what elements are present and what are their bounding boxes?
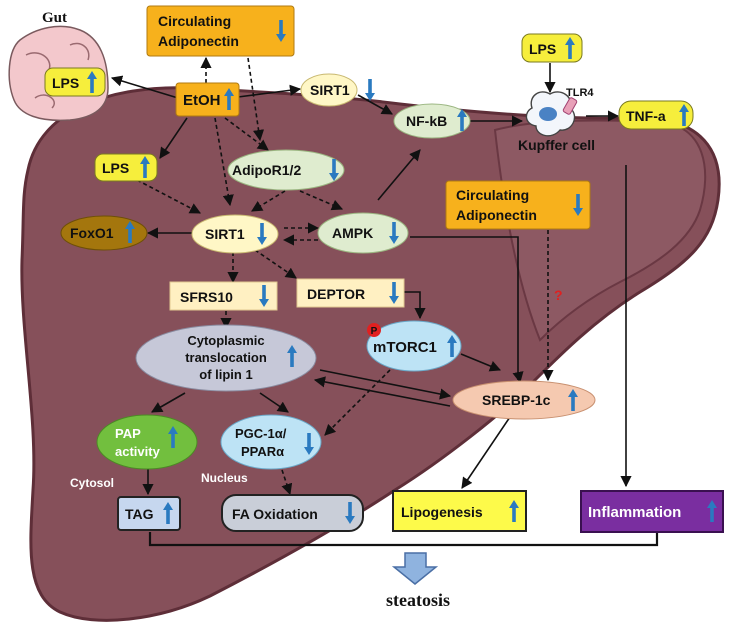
svg-text:Circulating: Circulating	[158, 13, 231, 29]
node-circulating-adiponectin-top: Circulating Adiponectin	[146, 5, 295, 57]
svg-text:SFRS10: SFRS10	[180, 289, 233, 305]
edges	[110, 56, 659, 547]
svg-text:Inflammation: Inflammation	[588, 504, 681, 521]
svg-text:Cytoplasmic: Cytoplasmic	[187, 333, 264, 348]
svg-text:AdipoR1/2: AdipoR1/2	[232, 162, 301, 178]
svg-text:FA Oxidation: FA Oxidation	[232, 506, 318, 522]
gut-label: Gut	[42, 10, 67, 26]
node-srebp1c: SREBP-1c	[452, 380, 596, 420]
kupffer-cell-label: Kupffer cell	[518, 137, 595, 153]
node-lipin-translocation: Cytoplasmic translocation of lipin 1	[135, 324, 317, 392]
node-circulating-adiponectin-right: Circulating Adiponectin	[445, 180, 591, 230]
svg-text:mTORC1: mTORC1	[373, 339, 437, 356]
tlr4-label: TLR4	[566, 87, 594, 99]
svg-text:TNF-a: TNF-a	[626, 108, 666, 124]
node-inflammation: Inflammation	[580, 490, 724, 533]
svg-text:activity: activity	[115, 444, 161, 459]
svg-text:Circulating: Circulating	[456, 187, 529, 203]
svg-text:Lipogenesis: Lipogenesis	[401, 504, 483, 520]
svg-text:FoxO1: FoxO1	[70, 225, 114, 241]
svg-text:PAP: PAP	[115, 426, 141, 441]
svg-text:SREBP-1c: SREBP-1c	[482, 392, 551, 408]
steatosis-arrow-icon	[391, 552, 439, 585]
node-lps-top: LPS	[521, 33, 583, 63]
svg-text:PPARα: PPARα	[241, 444, 284, 459]
svg-text:LPS: LPS	[102, 160, 129, 176]
svg-text:AMPK: AMPK	[332, 225, 373, 241]
kupffer-cell-icon	[525, 91, 578, 137]
node-sirt1-mid: SIRT1	[191, 214, 279, 254]
svg-text:SIRT1: SIRT1	[310, 82, 350, 98]
svg-text:TAG: TAG	[125, 506, 154, 522]
node-tnfa: TNF-a	[618, 100, 694, 130]
svg-text:SIRT1: SIRT1	[205, 226, 245, 242]
node-lps-gut: LPS	[44, 67, 106, 97]
question-mark: ?	[554, 287, 563, 303]
node-pap-activity: PAP activity	[96, 414, 198, 470]
node-fa-oxidation: FA Oxidation	[221, 494, 364, 532]
node-adipor: AdipoR1/2	[227, 149, 345, 191]
nucleus-label: Nucleus	[201, 471, 248, 485]
svg-text:of lipin 1: of lipin 1	[199, 367, 252, 382]
node-tag: TAG	[117, 496, 181, 531]
svg-text:DEPTOR: DEPTOR	[307, 286, 365, 302]
node-lps-mid: LPS	[94, 153, 158, 182]
node-lipogenesis: Lipogenesis	[392, 490, 527, 532]
steatosis-label: steatosis	[386, 590, 450, 610]
node-sfrs10: SFRS10	[169, 281, 278, 311]
node-etoh: EtOH	[175, 82, 240, 117]
svg-text:Adiponectin: Adiponectin	[158, 33, 239, 49]
node-sirt1-top: SIRT1	[300, 73, 375, 107]
svg-text:P: P	[371, 326, 378, 337]
svg-text:EtOH: EtOH	[183, 92, 221, 109]
svg-text:PGC-1α/: PGC-1α/	[235, 426, 287, 441]
phospho-icon: P	[367, 323, 381, 337]
cytosol-label: Cytosol	[70, 476, 114, 490]
node-deptor: DEPTOR	[296, 278, 405, 308]
node-foxo1: FoxO1	[60, 215, 148, 251]
svg-text:LPS: LPS	[529, 41, 556, 57]
node-mtorc1: mTORC1	[366, 320, 462, 372]
svg-text:translocation: translocation	[185, 350, 267, 365]
node-nfkb: NF-kB	[393, 103, 471, 139]
svg-text:LPS: LPS	[52, 75, 79, 91]
svg-text:NF-kB: NF-kB	[406, 113, 447, 129]
svg-text:Adiponectin: Adiponectin	[456, 207, 537, 223]
node-ampk: AMPK	[317, 212, 409, 254]
node-pgc1a-ppara: PGC-1α/ PPARα	[220, 414, 322, 470]
